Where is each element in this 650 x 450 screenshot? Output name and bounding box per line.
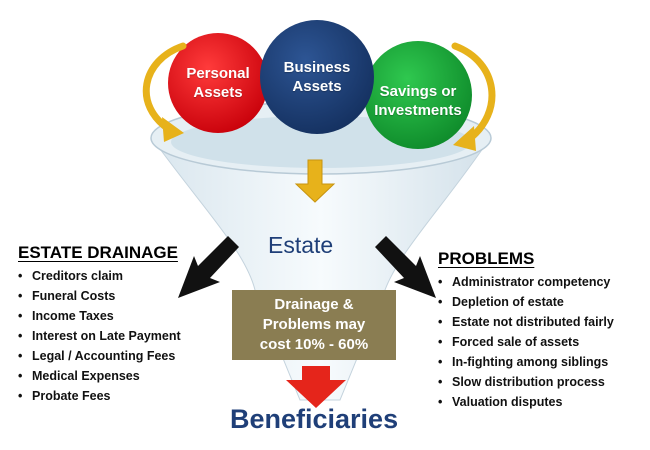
estate-drainage-list: Creditors claim Funeral Costs Income Tax… (18, 266, 181, 406)
red-down-arrow-icon (286, 366, 346, 408)
estate-drainage-title: ESTATE DRAINAGE (18, 243, 178, 262)
savings-investments-label: Savings or Investments (360, 82, 476, 120)
drainage-box-line2: Problems may (262, 316, 366, 333)
list-item: Income Taxes (18, 306, 181, 326)
list-item: Medical Expenses (18, 366, 181, 386)
business-assets-line1: Business (283, 59, 351, 76)
black-arrow-right-icon (375, 236, 436, 298)
business-assets-line2: Assets (292, 78, 342, 95)
business-assets-circle (260, 20, 374, 134)
personal-assets-line1: Personal (186, 65, 250, 82)
personal-assets-label: Personal Assets (168, 64, 268, 102)
beneficiaries-label: Beneficiaries (230, 404, 399, 434)
drainage-box-line1: Drainage & (274, 296, 354, 313)
list-item: Funeral Costs (18, 286, 181, 306)
list-item: Estate not distributed fairly (438, 312, 614, 332)
curved-arrow-right-icon (451, 42, 496, 151)
list-item: Legal / Accounting Fees (18, 346, 181, 366)
personal-assets-line2: Assets (193, 84, 243, 101)
drainage-box-line3: cost 10% - 60% (259, 336, 369, 353)
list-item: Probate Fees (18, 386, 181, 406)
list-item: In-fighting among siblings (438, 352, 614, 372)
curved-arrow-left-icon (142, 42, 187, 142)
funnel-body (151, 137, 491, 401)
down-arrow-icon (294, 159, 336, 203)
list-item: Administrator competency (438, 272, 614, 292)
estate-label: Estate (268, 232, 334, 258)
black-arrow-left-icon (178, 236, 239, 298)
drainage-cost-box: Drainage & Problems may cost 10% - 60% (232, 290, 396, 360)
problems-title: PROBLEMS (438, 249, 535, 268)
savings-line1: Savings or (379, 83, 457, 100)
personal-assets-circle (168, 33, 268, 133)
savings-line2: Investments (374, 102, 462, 119)
list-item: Creditors claim (18, 266, 181, 286)
list-item: Depletion of estate (438, 292, 614, 312)
list-item: Valuation disputes (438, 392, 614, 412)
problems-list: Administrator competency Depletion of es… (438, 272, 614, 412)
list-item: Forced sale of assets (438, 332, 614, 352)
business-assets-label: Business Assets (262, 58, 372, 96)
list-item: Slow distribution process (438, 372, 614, 392)
list-item: Interest on Late Payment (18, 326, 181, 346)
savings-investments-circle (364, 41, 472, 149)
